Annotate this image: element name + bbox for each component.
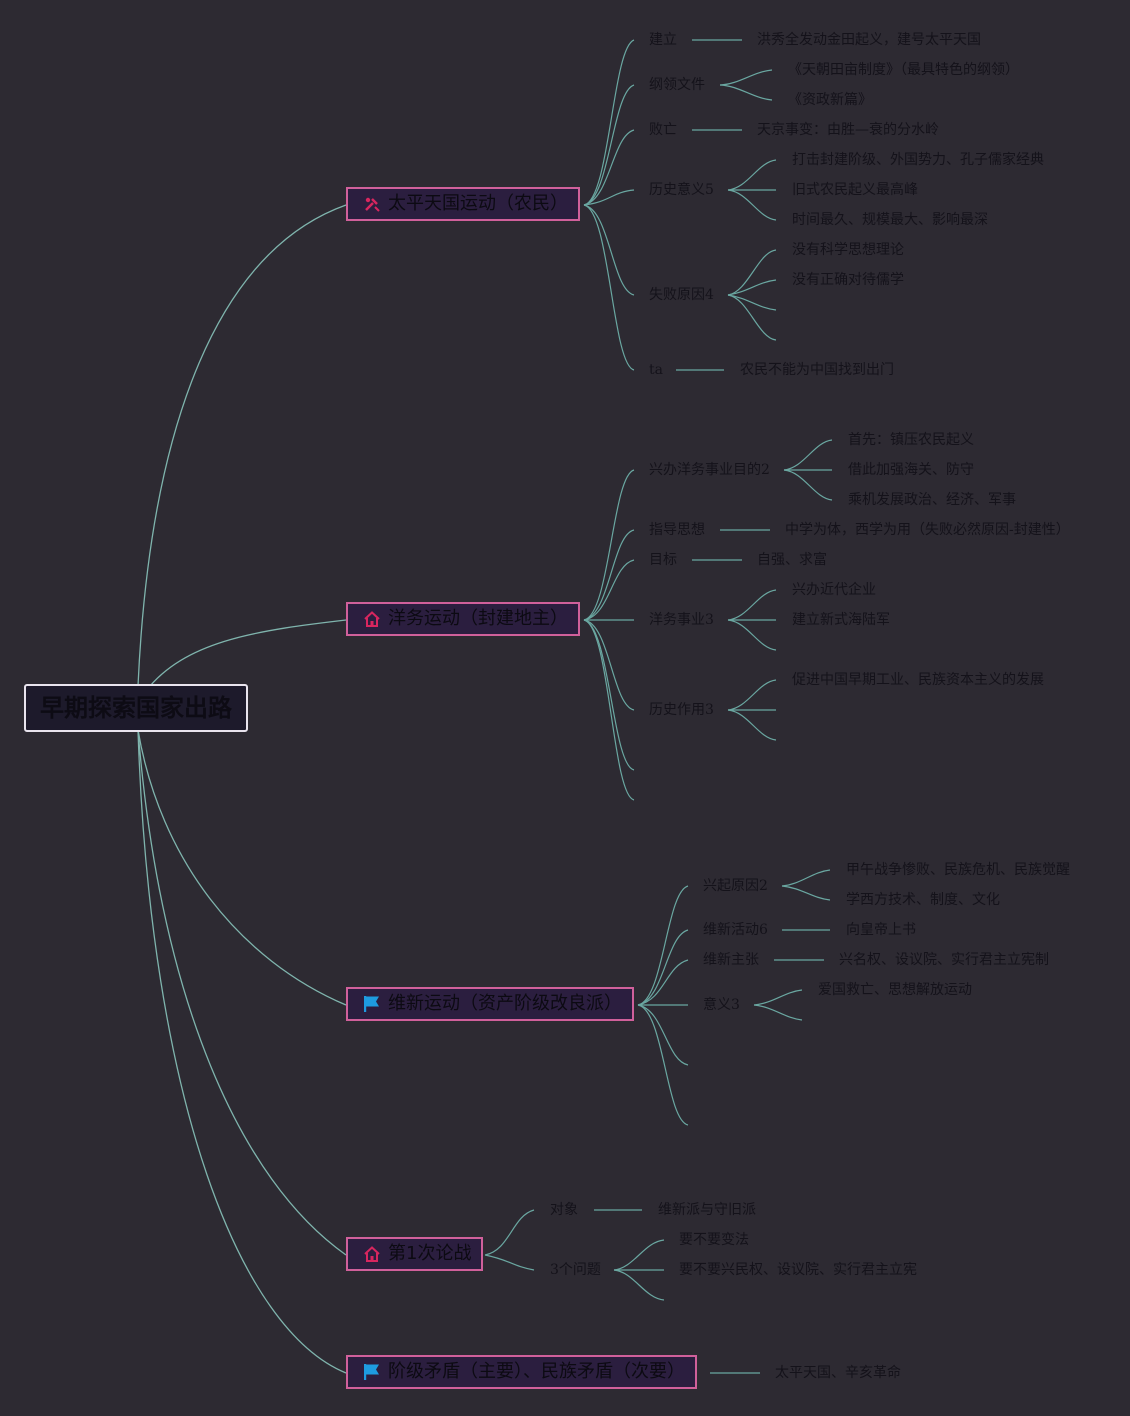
- branch-contradictions[interactable]: 阶级矛盾（主要）、民族矛盾（次要）: [346, 1355, 697, 1389]
- sub-topic[interactable]: 历史意义5: [649, 182, 714, 198]
- leaf-topic[interactable]: 自强、求富: [757, 552, 827, 568]
- sub-topic[interactable]: 败亡: [649, 122, 677, 138]
- leaf-topic[interactable]: 向皇帝上书: [846, 922, 916, 938]
- sub-topic[interactable]: 维新活动6: [703, 922, 768, 938]
- leaf-topic[interactable]: 学西方技术、制度、文化: [846, 892, 1000, 908]
- leaf-topic[interactable]: 借此加强海关、防守: [848, 462, 974, 478]
- leaf-topic[interactable]: 兴办近代企业: [792, 582, 876, 598]
- branch-label: 太平天国运动（农民）: [388, 193, 568, 214]
- sub-topic[interactable]: 维新主张: [703, 952, 759, 968]
- leaf-topic[interactable]: 洪秀全发动金田起义，建号太平天国: [757, 32, 981, 48]
- house-icon: [362, 609, 382, 629]
- sub-topic[interactable]: 目标: [649, 552, 677, 568]
- leaf-topic[interactable]: 建立新式海陆军: [792, 612, 890, 628]
- leaf-topic[interactable]: 乘机发展政治、经济、军事: [848, 492, 1016, 508]
- leaf-topic[interactable]: 兴名权、设议院、实行君主立宪制: [839, 952, 1049, 968]
- sub-topic[interactable]: 洋务事业3: [649, 612, 714, 628]
- leaf-topic[interactable]: 旧式农民起义最高峰: [792, 182, 918, 198]
- leaf-topic[interactable]: 《资政新篇》: [788, 92, 872, 108]
- sub-topic[interactable]: 历史作用3: [649, 702, 714, 718]
- sub-topic[interactable]: ta: [649, 362, 663, 378]
- flag-icon: [362, 1362, 382, 1382]
- root-topic[interactable]: 早期探索国家出路: [24, 684, 248, 732]
- sub-topic[interactable]: 指导思想: [649, 522, 705, 538]
- leaf-topic[interactable]: 太平天国、辛亥革命: [775, 1365, 901, 1381]
- branch-label: 维新运动（资产阶级改良派）: [388, 993, 622, 1014]
- leaf-topic[interactable]: 爱国救亡、思想解放运动: [818, 982, 972, 998]
- leaf-topic[interactable]: 甲午战争惨败、民族危机、民族觉醒: [846, 862, 1070, 878]
- tools-icon: [362, 194, 382, 214]
- leaf-topic[interactable]: 中学为体，西学为用（失败必然原因-封建性）: [785, 522, 1070, 538]
- branch-taiping[interactable]: 太平天国运动（农民）: [346, 187, 580, 221]
- leaf-topic[interactable]: 没有正确对待儒学: [792, 272, 904, 288]
- leaf-topic[interactable]: 要不要兴民权、设议院、实行君主立宪: [679, 1262, 917, 1278]
- leaf-topic[interactable]: 打击封建阶级、外国势力、孔子儒家经典: [792, 152, 1044, 168]
- sub-topic[interactable]: 兴办洋务事业目的2: [649, 462, 770, 478]
- leaf-topic[interactable]: 维新派与守旧派: [658, 1202, 756, 1218]
- leaf-topic[interactable]: 时间最久、规模最大、影响最深: [792, 212, 988, 228]
- branch-first-debate[interactable]: 第1次论战: [346, 1237, 484, 1271]
- sub-topic[interactable]: 纲领文件: [649, 77, 705, 93]
- branch-weixin[interactable]: 维新运动（资产阶级改良派）: [346, 987, 634, 1021]
- leaf-topic[interactable]: 要不要变法: [679, 1232, 749, 1248]
- leaf-topic[interactable]: 天京事变：由胜—衰的分水岭: [757, 122, 939, 138]
- leaf-topic[interactable]: 农民不能为中国找到出门: [740, 362, 894, 378]
- sub-topic[interactable]: 意义3: [703, 997, 740, 1013]
- sub-topic[interactable]: 3个问题: [550, 1262, 601, 1278]
- branch-label: 阶级矛盾（主要）、民族矛盾（次要）: [388, 1361, 685, 1382]
- leaf-topic[interactable]: 促进中国早期工业、民族资本主义的发展: [792, 672, 1044, 688]
- branch-label: 洋务运动（封建地主）: [388, 608, 568, 629]
- leaf-topic[interactable]: 首先：镇压农民起义: [848, 432, 974, 448]
- branch-label: 第1次论战: [388, 1243, 472, 1264]
- sub-topic[interactable]: 兴起原因2: [703, 878, 768, 894]
- house-icon: [362, 1244, 382, 1264]
- leaf-topic[interactable]: 《天朝田亩制度》（最具特色的纲领）: [788, 62, 1019, 78]
- sub-topic[interactable]: 对象: [550, 1202, 578, 1218]
- sub-topic[interactable]: 失败原因4: [649, 287, 714, 303]
- sub-topic[interactable]: 建立: [649, 32, 677, 48]
- flag-icon: [362, 994, 382, 1014]
- branch-yangwu[interactable]: 洋务运动（封建地主）: [346, 602, 580, 636]
- leaf-topic[interactable]: 没有科学思想理论: [792, 242, 904, 258]
